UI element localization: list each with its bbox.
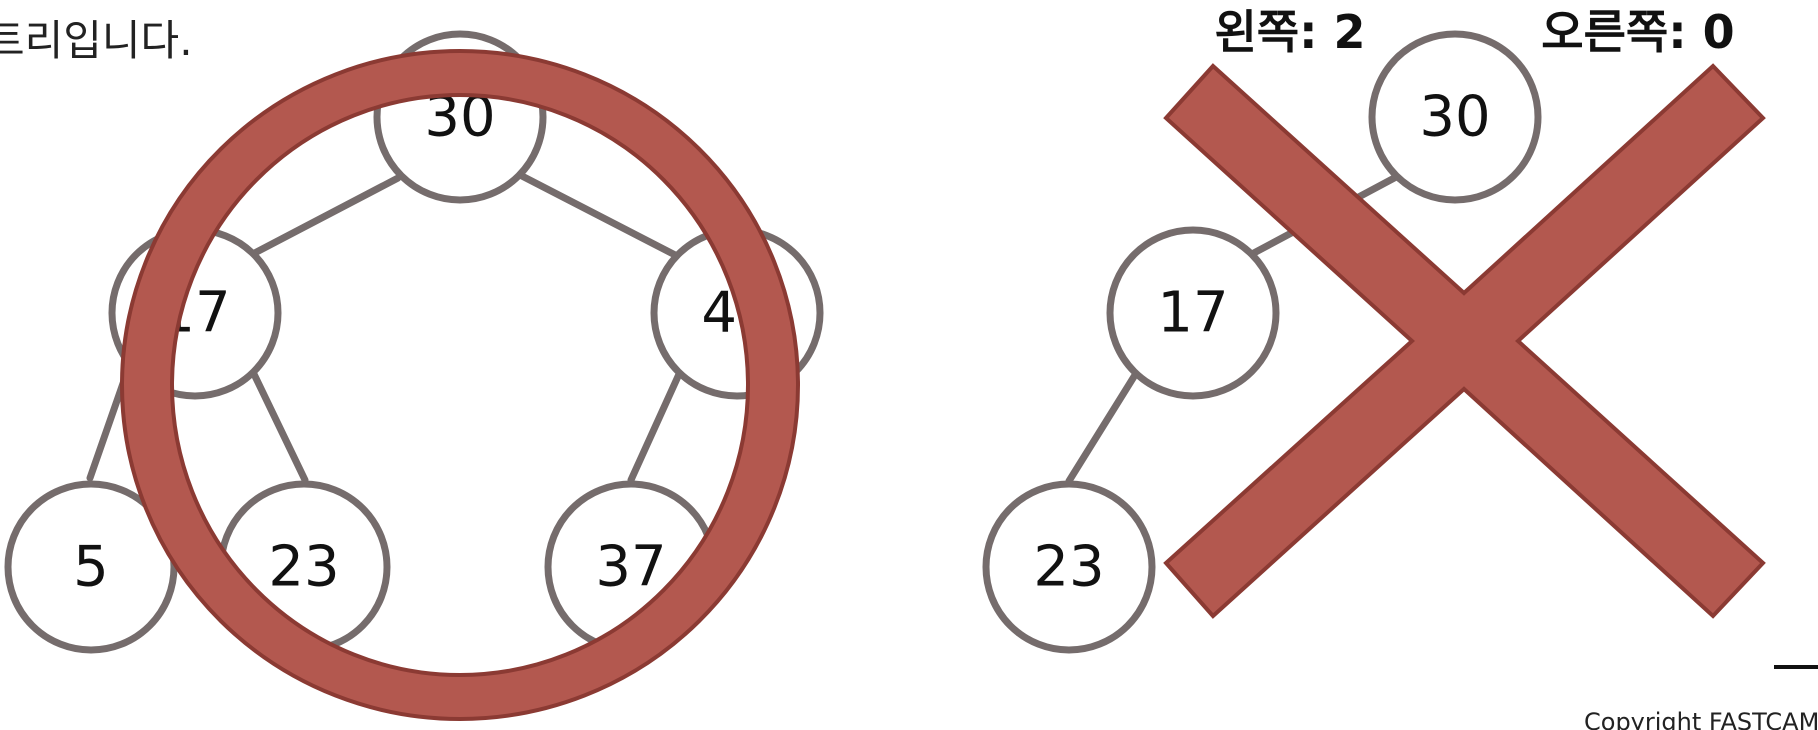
- svg-text:37: 37: [595, 535, 666, 600]
- left-height-label: 왼쪽: 2: [1214, 5, 1365, 59]
- copyright-text: Copyright FASTCAMPUS: [1584, 708, 1818, 730]
- right-tree-node-30: 30: [1368, 30, 1542, 204]
- left-tree: 30 17 48 5 23 37: [4, 30, 824, 721]
- svg-text:30: 30: [1419, 85, 1490, 150]
- edge-30-17: [243, 174, 402, 261]
- correct-circle-mark: [119, 49, 801, 721]
- right-height-label: 오른쪽: 0: [1541, 5, 1734, 59]
- edge-17-23: [249, 368, 309, 484]
- svg-text:23: 23: [1033, 535, 1104, 600]
- left-tree-node-5: 5: [4, 480, 178, 654]
- svg-text:5: 5: [73, 535, 109, 600]
- edge-30-48: [518, 172, 683, 261]
- right-tree-node-17: 17: [1106, 226, 1280, 400]
- intro-text-fragment: 트리입니다.: [0, 16, 193, 65]
- svg-text:17: 17: [1157, 281, 1228, 346]
- incorrect-cross-mark: [1163, 63, 1766, 619]
- right-tree-node-23: 23: [982, 480, 1156, 654]
- edge-r17-r23: [1065, 371, 1139, 485]
- right-tree: 왼쪽: 2 오른쪽: 0 30 17 23: [982, 5, 1766, 654]
- edge-48-37: [627, 368, 684, 484]
- svg-text:23: 23: [268, 535, 339, 600]
